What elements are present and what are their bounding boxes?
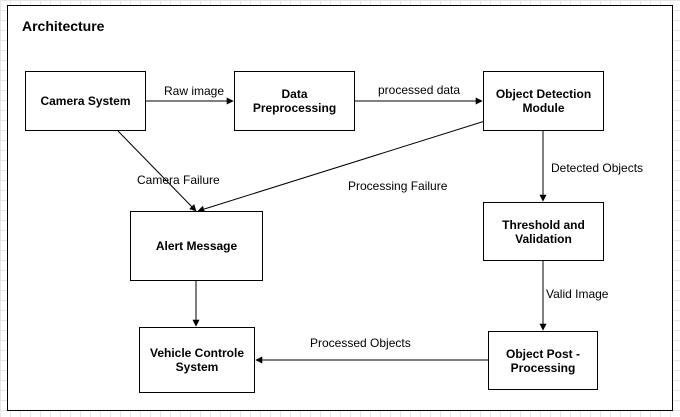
node-threshold-validation: Threshold and Validation — [483, 202, 604, 261]
node-object-detection-module: Object Detection Module — [483, 71, 604, 131]
diagram-title: Architecture — [22, 18, 105, 34]
node-alert-message: Alert Message — [130, 211, 263, 281]
label-processing-failure: Processing Failure — [348, 179, 448, 193]
label-valid-image: Valid Image — [546, 287, 609, 301]
edge-processing-failure — [197, 120, 486, 213]
edge-camera-failure — [117, 130, 197, 212]
node-object-post-processing: Object Post - Processing — [488, 331, 598, 390]
label-camera-failure: Camera Failure — [137, 173, 220, 187]
label-detected-objects: Detected Objects — [551, 161, 644, 175]
node-vehicle-control-system: Vehicle Controle System — [139, 327, 255, 393]
label-raw-image: Raw image — [164, 84, 225, 98]
node-camera-system: Camera System — [25, 71, 146, 131]
label-processed-objects: Processed Objects — [310, 336, 411, 350]
label-processed-data: processed data — [378, 83, 461, 97]
node-data-preprocessing: Data Preprocessing — [234, 71, 355, 131]
